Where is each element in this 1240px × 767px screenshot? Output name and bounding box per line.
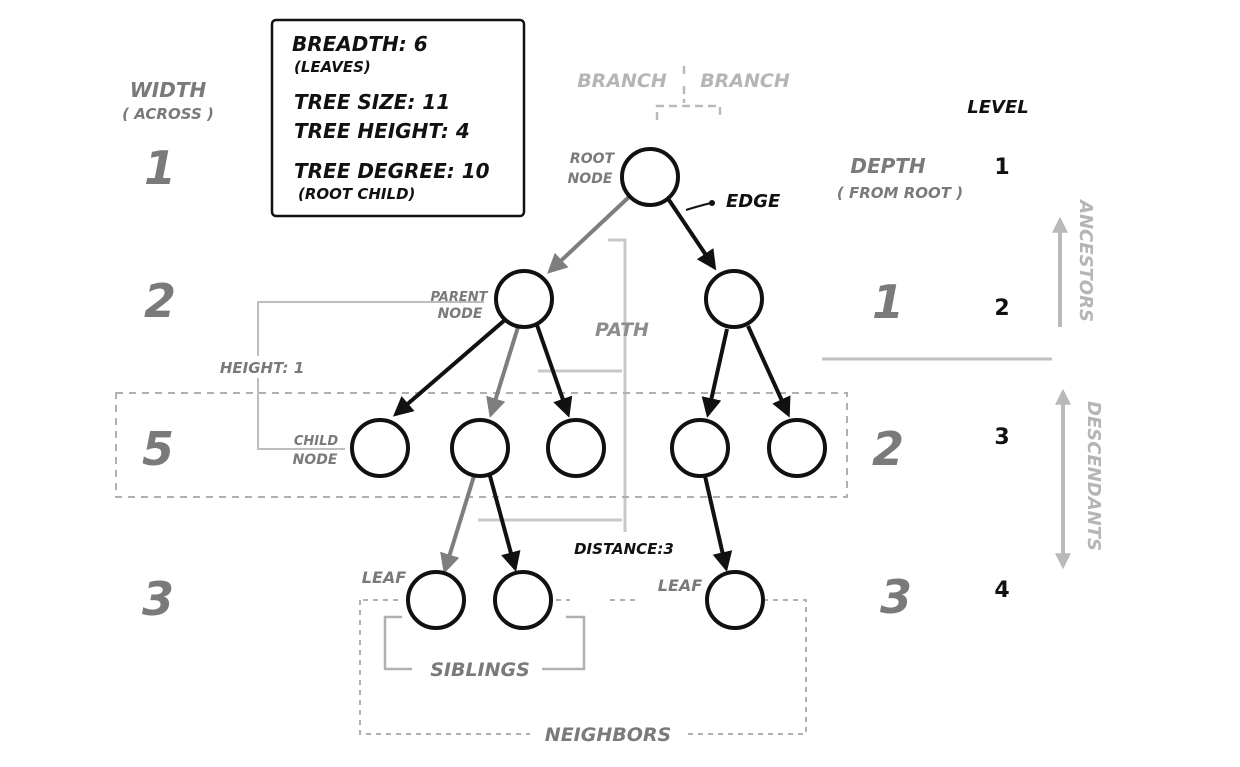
edge-child-2-to-leaf-2 (488, 475, 521, 572)
level-value-4: 4 (994, 578, 1009, 603)
edge-parent-to-child-1 (392, 317, 508, 417)
root-node (620, 147, 680, 207)
branch-left-label: BRANCH (577, 70, 667, 92)
tree-size-stat: TREE SIZE: 11 (294, 90, 450, 114)
neighbors-group: NEIGHBORS (359, 599, 807, 746)
tree-degree-stat: TREE DEGREE: 10 (294, 159, 490, 183)
siblings-group: SIBLINGS (383, 615, 586, 681)
parent-node-label-line2: NODE (438, 306, 483, 322)
child-node-2 (450, 418, 510, 478)
edge-label: EDGE (726, 191, 781, 212)
child-node-4 (670, 418, 730, 478)
edge-parent-to-child-2 (486, 326, 520, 418)
width-subtitle: ( ACROSS ) (122, 105, 214, 123)
child-node-label-line1: CHILD (294, 434, 339, 449)
width-title: WIDTH (130, 78, 207, 102)
edge-parent-to-child-3 (535, 324, 573, 418)
parent-node-label-line1: PARENT (430, 290, 488, 305)
level-3-highlight (115, 392, 848, 498)
tree-nodes (350, 147, 827, 630)
height-label-bg (216, 356, 308, 378)
tree-stats-frame (270, 18, 526, 218)
leaf-label-right: LEAF (658, 576, 703, 595)
node-annotations: ROOT NODE EDGE PARENT NODE CHILD NODE DI… (293, 151, 781, 595)
width-value-level-4: 3 (142, 572, 174, 626)
breadth-stat: BREADTH: 6 (292, 32, 428, 56)
branch-header: BRANCH BRANCH (577, 66, 790, 120)
depth-value-level-3: 2 (872, 422, 904, 476)
edge-root-to-parent (547, 194, 632, 274)
width-value-level-1: 1 (144, 141, 176, 195)
edge-child-2-to-leaf-1 (440, 475, 476, 574)
degree-note: (ROOT CHILD) (298, 185, 415, 203)
width-value-level-3: 5 (142, 422, 174, 476)
distance-label: DISTANCE:3 (574, 540, 674, 558)
edge-root-to-right (667, 198, 717, 271)
width-value-level-2: 2 (144, 274, 176, 328)
level-value-3: 3 (994, 425, 1009, 450)
branch-bracket (655, 66, 722, 120)
root-node-label-line1: ROOT (570, 151, 616, 167)
height-bracket: HEIGHT: 1 (216, 301, 484, 450)
tree-stats-box: BREADTH: 6 (LEAVES) TREE SIZE: 11 TREE H… (270, 18, 526, 218)
child-node-1 (350, 418, 410, 478)
branch-right-label: BRANCH (700, 70, 790, 92)
edge-right-to-child-5 (746, 325, 791, 418)
path-guide-line (608, 238, 627, 532)
descendants-label: DESCENDANTS (1083, 401, 1104, 551)
width-column: WIDTH ( ACROSS ) 1 2 5 3 (122, 78, 214, 626)
depth-value-level-4: 3 (880, 570, 912, 624)
edge-right-to-child-4 (701, 328, 729, 418)
parent-node (494, 269, 554, 329)
leaf-node-2 (493, 570, 553, 630)
depth-title: DEPTH (850, 154, 926, 178)
edge-child-4-to-leaf-3 (703, 475, 733, 572)
tree-edges (392, 194, 791, 574)
child-node-3 (546, 418, 606, 478)
tree-height-stat: TREE HEIGHT: 4 (294, 119, 470, 143)
siblings-label: SIBLINGS (430, 659, 530, 681)
child-node-label-line2: NODE (293, 452, 338, 468)
level-value-1: 1 (994, 155, 1009, 180)
path-label: PATH (595, 319, 649, 341)
depth-value-level-2: 1 (872, 275, 904, 329)
siblings-bracket (383, 615, 586, 671)
depth-column: DEPTH ( FROM ROOT ) 1 2 3 (837, 154, 963, 624)
leaf-node-3 (705, 570, 765, 630)
leaf-label-left: LEAF (362, 568, 407, 587)
edge-pointer-dot (709, 200, 715, 206)
level-value-2: 2 (994, 296, 1009, 321)
neighbors-label: NEIGHBORS (545, 724, 671, 746)
depth-subtitle: ( FROM ROOT ) (837, 184, 963, 202)
child-node-5 (767, 418, 827, 478)
root-node-label-line2: NODE (568, 171, 613, 187)
level-column: LEVEL 1 2 3 4 (967, 97, 1028, 603)
right-node (704, 269, 764, 329)
ancestry-indicators: ANCESTORS DESCENDANTS (822, 198, 1104, 570)
edge-pointer-line (685, 202, 712, 211)
height-label: HEIGHT: 1 (220, 359, 304, 377)
breadth-note: (LEAVES) (294, 58, 371, 76)
level-title: LEVEL (967, 97, 1028, 118)
neighbors-bracket (359, 599, 807, 735)
leaf-node-1 (406, 570, 466, 630)
ancestors-label: ANCESTORS (1075, 198, 1096, 322)
